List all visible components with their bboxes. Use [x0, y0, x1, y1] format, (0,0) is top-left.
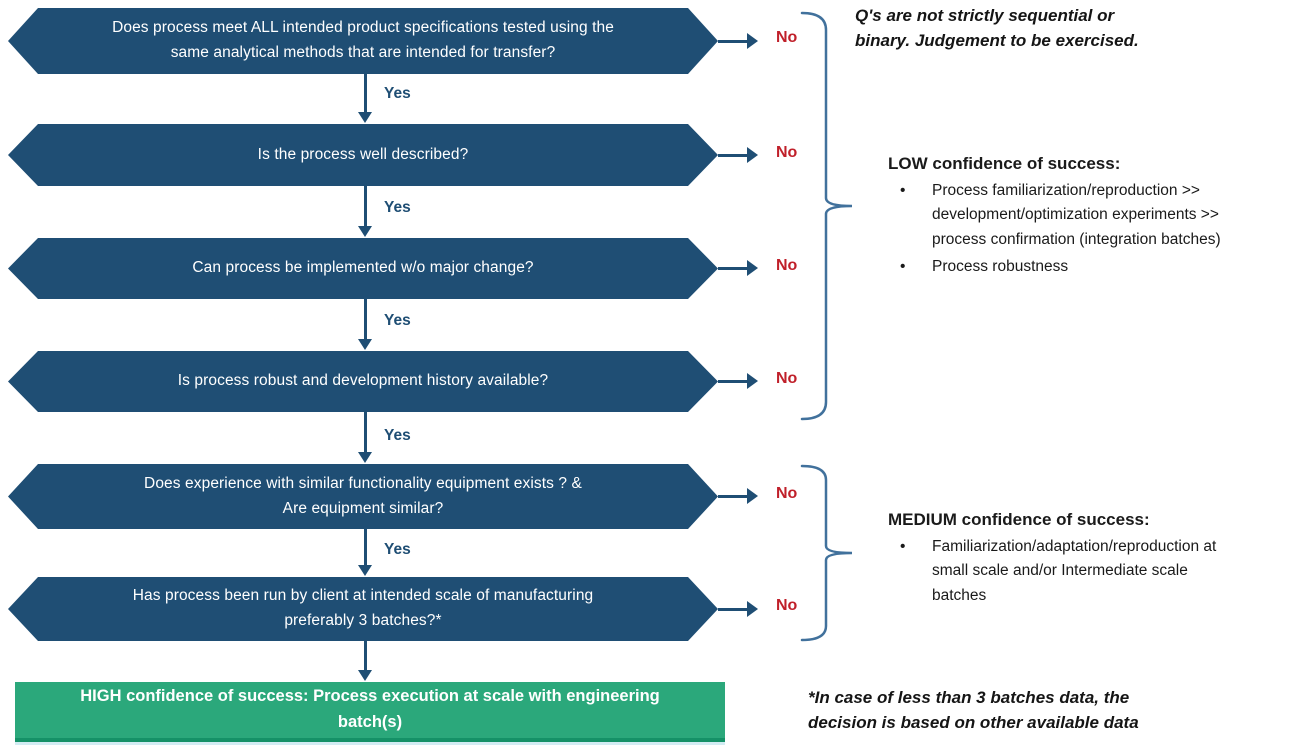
- bullet-icon: •: [900, 181, 906, 199]
- question-box-3: Can process be implemented w/o major cha…: [8, 238, 718, 299]
- yes-label-4: Yes: [384, 427, 411, 444]
- no-label-1: No: [776, 29, 798, 46]
- question-text-1: Does process meet ALL intended product s…: [112, 19, 614, 61]
- medium-confidence-block: MEDIUM confidence of success: • Familiar…: [888, 508, 1300, 609]
- right-arrow-icon: [718, 373, 758, 389]
- bullet-icon: •: [900, 537, 906, 555]
- curly-brace-low-icon: [800, 11, 853, 421]
- yes-label-1: Yes: [384, 85, 411, 102]
- low-bullet-2: Process robustness: [932, 258, 1069, 276]
- question-text-6: Has process been run by client at intend…: [132, 587, 594, 629]
- low-confidence-block: LOW confidence of success: • Process fam…: [888, 152, 1300, 280]
- question-box-5: Does experience with similar functionali…: [8, 464, 718, 529]
- down-arrow-icon: [357, 529, 374, 576]
- question-text-4: Is process robust and development histor…: [177, 372, 549, 390]
- low-confidence-title: LOW confidence of success:: [888, 154, 1121, 173]
- list-item: • Process familiarization/reproduction >…: [888, 179, 1300, 253]
- top-note: Q's are not strictly sequential or binar…: [855, 6, 1139, 50]
- right-arrow-icon: [718, 147, 758, 163]
- yes-label-3: Yes: [384, 312, 411, 329]
- question-box-6: Has process been run by client at intend…: [8, 577, 718, 641]
- no-label-2: No: [776, 144, 798, 161]
- high-confidence-result-text: HIGH confidence of success: Process exec…: [80, 687, 660, 731]
- no-label-6: No: [776, 597, 798, 614]
- list-item: • Process robustness: [888, 255, 1300, 280]
- right-arrow-icon: [718, 601, 758, 617]
- right-arrow-icon: [718, 33, 758, 49]
- down-arrow-icon: [357, 299, 374, 350]
- yes-label-2: Yes: [384, 199, 411, 216]
- curly-brace-medium-icon: [800, 464, 853, 642]
- question-text-5: Does experience with similar functionali…: [144, 474, 582, 517]
- question-box-4: Is process robust and development histor…: [8, 351, 718, 412]
- question-box-1: Does process meet ALL intended product s…: [8, 8, 718, 74]
- high-confidence-result-box: HIGH confidence of success: Process exec…: [15, 682, 725, 742]
- bullet-icon: •: [900, 258, 906, 276]
- no-label-3: No: [776, 257, 798, 274]
- question-text-3: Can process be implemented w/o major cha…: [192, 259, 534, 277]
- medium-bullet-1: Familiarization/adaptation/reproduction …: [932, 537, 1217, 605]
- down-arrow-icon: [357, 641, 374, 681]
- down-arrow-icon: [357, 74, 374, 123]
- no-label-4: No: [776, 370, 798, 387]
- right-arrow-icon: [718, 260, 758, 276]
- low-bullet-1: Process familiarization/reproduction >> …: [932, 181, 1221, 249]
- footnote: *In case of less than 3 batches data, th…: [808, 688, 1139, 732]
- question-text-2: Is the process well described?: [257, 145, 469, 163]
- down-arrow-icon: [357, 412, 374, 463]
- question-box-2: Is the process well described?: [8, 124, 718, 186]
- medium-confidence-title: MEDIUM confidence of success:: [888, 510, 1150, 529]
- down-arrow-icon: [357, 186, 374, 237]
- no-label-5: No: [776, 485, 798, 502]
- list-item: • Familiarization/adaptation/reproductio…: [888, 535, 1300, 609]
- right-arrow-icon: [718, 488, 758, 504]
- yes-label-5: Yes: [384, 541, 411, 558]
